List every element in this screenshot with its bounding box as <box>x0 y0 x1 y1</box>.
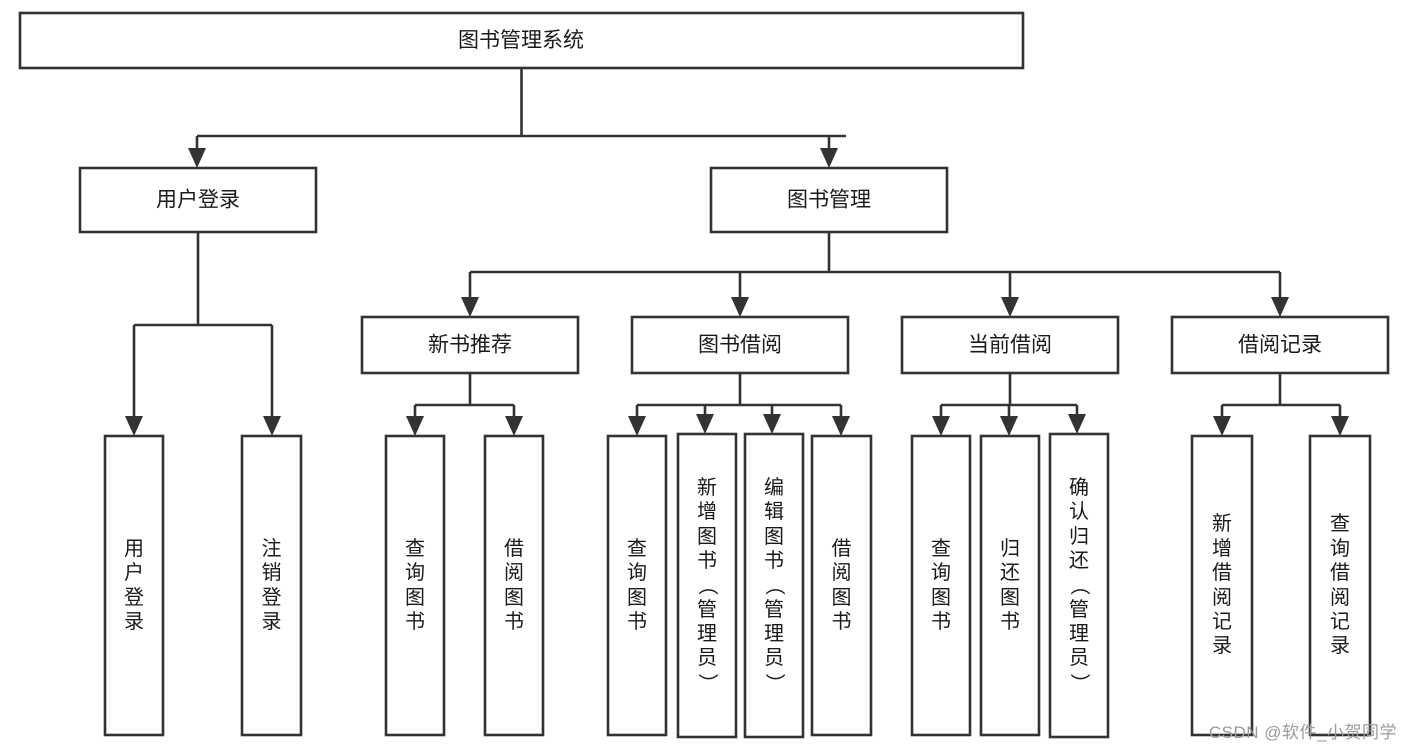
node-leaf-query-book-1[interactable] <box>384 434 446 737</box>
node-leaf-query-book-2[interactable] <box>606 434 668 737</box>
arrowhead-leaf-user-login <box>125 416 143 436</box>
node-book-manage-label: 图书管理 <box>787 189 871 212</box>
arrowhead-leaf-borrow-book-2 <box>832 416 850 436</box>
node-borrow-record-label: 借阅记录 <box>1238 334 1322 357</box>
arrowhead-leaf-query-book-3 <box>932 416 950 436</box>
arrowhead-book-borrow <box>731 297 749 317</box>
arrowhead-leaf-edit-book <box>763 414 781 434</box>
node-root[interactable] <box>18 11 1025 70</box>
nodes-group: 图书管理系统 用户登录 图书管理 新书推荐 图书借阅 当前借阅 借阅记录 <box>18 11 1390 739</box>
arrowhead-leaf-query-book-2 <box>628 416 646 436</box>
node-book-borrow-label: 图书借阅 <box>698 334 782 357</box>
connectors-group <box>125 68 1349 436</box>
arrowhead-leaf-confirm-return <box>1068 414 1086 434</box>
arrowhead-current-borrow <box>1001 297 1019 317</box>
node-leaf-confirm-return[interactable] <box>1048 432 1110 739</box>
arrowhead-leaf-add-record <box>1213 416 1231 436</box>
node-leaf-edit-book[interactable] <box>743 432 805 739</box>
arrowhead-bookmanage <box>820 148 838 168</box>
node-book-borrow[interactable] <box>630 315 850 375</box>
node-new-book-recommend-label: 新书推荐 <box>428 334 512 357</box>
arrowhead-leaf-query-record <box>1331 416 1349 436</box>
arrowhead-leaf-return-book <box>1000 416 1018 436</box>
node-current-borrow-label: 当前借阅 <box>968 334 1052 357</box>
arrowhead-userlogin <box>188 148 206 168</box>
node-leaf-add-book[interactable] <box>676 432 738 739</box>
node-leaf-borrow-book-2[interactable] <box>810 434 873 737</box>
node-leaf-return-book[interactable] <box>979 434 1041 737</box>
arrowhead-leaf-borrow-book-1 <box>505 416 523 436</box>
node-leaf-borrow-book-1[interactable] <box>483 434 545 737</box>
node-leaf-logout[interactable] <box>240 434 303 737</box>
node-current-borrow[interactable] <box>900 315 1120 375</box>
node-leaf-add-record[interactable] <box>1190 434 1254 737</box>
node-user-login-label: 用户登录 <box>156 189 240 212</box>
arrowhead-borrow-record <box>1271 297 1289 317</box>
node-user-login[interactable] <box>78 166 318 234</box>
arrowhead-new-book-recommend <box>461 297 479 317</box>
node-leaf-query-record[interactable] <box>1308 434 1372 737</box>
arrowhead-leaf-add-book <box>696 414 714 434</box>
node-leaf-user-login[interactable] <box>103 434 165 737</box>
node-borrow-record[interactable] <box>1170 315 1390 375</box>
node-leaf-query-book-3[interactable] <box>910 434 972 737</box>
arrowhead-leaf-logout <box>263 416 281 436</box>
node-new-book-recommend[interactable] <box>360 315 580 375</box>
arrowhead-leaf-query-book-1 <box>406 416 424 436</box>
node-root-label: 图书管理系统 <box>458 29 584 52</box>
node-book-manage[interactable] <box>709 166 949 234</box>
